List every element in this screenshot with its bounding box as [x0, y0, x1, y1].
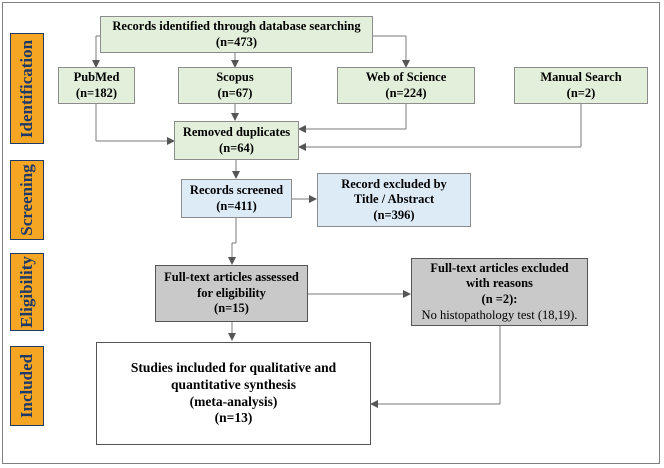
box-studies-included: Studies included for qualitative and qua…: [96, 342, 371, 445]
included-line2: quantitative synthesis: [171, 376, 296, 392]
assessed-line2: for eligibility: [197, 285, 266, 300]
box-removed-duplicates: Removed duplicates (n=64): [174, 121, 299, 160]
screened-title: Records screened: [189, 182, 284, 197]
box-pubmed: PubMed (n=182): [58, 67, 135, 104]
duplicates-count: (n=64): [219, 140, 254, 155]
pubmed-title: PubMed: [73, 69, 120, 84]
stage-screening: Screening: [10, 160, 44, 240]
box-fulltext-excluded: Full-text articles excluded with reasons…: [411, 258, 588, 326]
scopus-count: (n=67): [217, 85, 253, 100]
database-title: Records identified through database sear…: [112, 18, 361, 33]
included-line1: Studies included for qualitative and: [130, 359, 337, 375]
screened-count: (n=411): [216, 198, 257, 213]
wos-count: (n=224): [385, 85, 427, 100]
stage-identification: Identification: [10, 33, 44, 144]
assessed-line1: Full-text articles assessed: [164, 270, 299, 285]
box-scopus: Scopus (n=67): [178, 67, 292, 104]
database-count: (n=473): [215, 34, 258, 49]
box-fulltext-assessed: Full-text articles assessed for eligibil…: [155, 265, 308, 322]
scopus-title: Scopus: [216, 69, 254, 84]
pubmed-count: (n=182): [75, 85, 118, 100]
box-web-of-science: Web of Science (n=224): [337, 67, 475, 104]
stage-included: Included: [10, 346, 44, 426]
box-database-searching: Records identified through database sear…: [100, 16, 373, 53]
wos-title: Web of Science: [365, 69, 447, 84]
included-line3: (meta-analysis): [189, 393, 278, 409]
fulltext-excluded-line1: Full-text articles excluded: [430, 260, 569, 275]
manual-count: (n=2): [566, 85, 596, 100]
fulltext-excluded-count: (n =2):: [481, 292, 518, 306]
manual-title: Manual Search: [540, 69, 622, 84]
diagram-frame: [2, 2, 660, 464]
included-count: (n=13): [214, 410, 253, 426]
box-manual-search: Manual Search (n=2): [514, 67, 648, 104]
excluded-line1: Record excluded by: [341, 176, 447, 191]
excluded-line2: Title / Abstract: [353, 192, 435, 207]
assessed-count: (n=15): [214, 301, 249, 316]
fulltext-excluded-line2: with reasons: [466, 276, 533, 291]
excluded-count: (n=396): [373, 207, 415, 222]
stage-eligibility: Eligibility: [10, 253, 44, 331]
box-record-excluded: Record excluded by Title / Abstract (n=3…: [317, 173, 471, 227]
box-records-screened: Records screened (n=411): [181, 179, 292, 218]
duplicates-title: Removed duplicates: [182, 124, 291, 139]
fulltext-excluded-reason: No histopathology test (18,19).: [421, 307, 578, 322]
